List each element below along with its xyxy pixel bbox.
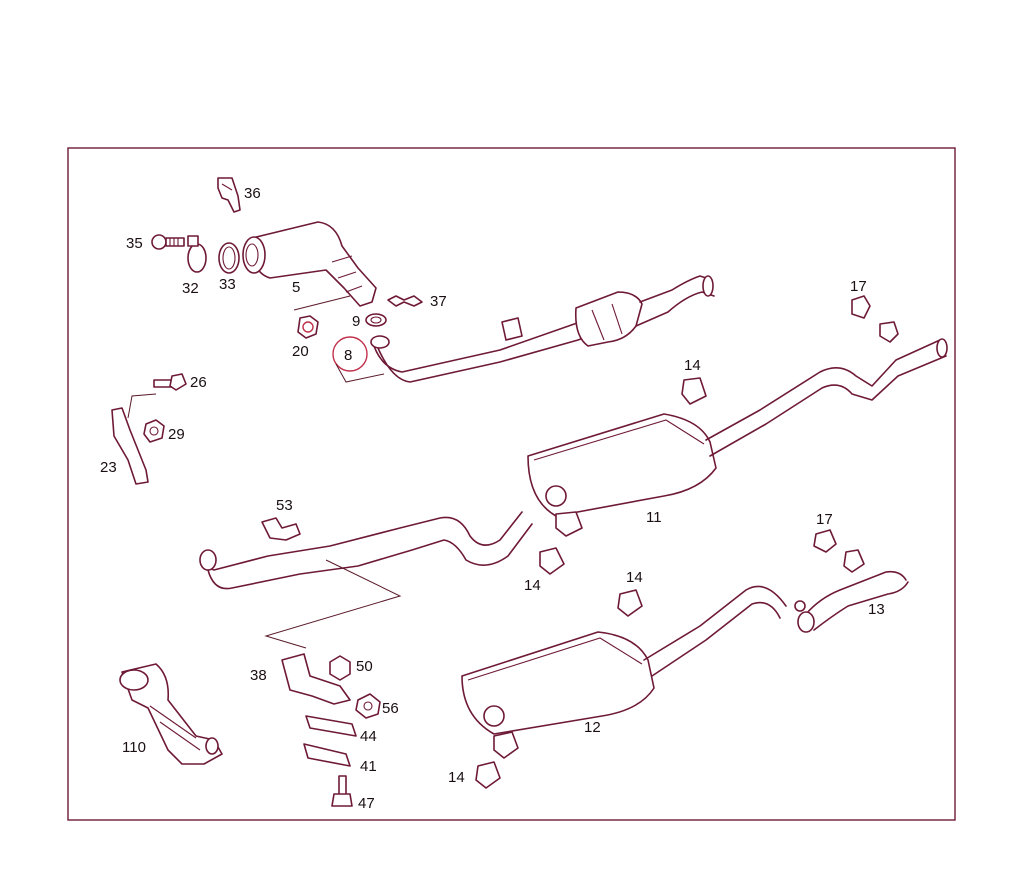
label-23: 23 xyxy=(100,459,117,476)
part-44-plate[interactable] xyxy=(305,715,357,737)
label-26: 26 xyxy=(190,374,207,391)
part-38-bracket[interactable] xyxy=(281,653,351,705)
part-9-gasket[interactable] xyxy=(365,313,387,327)
label-41: 41 xyxy=(360,758,377,775)
leader-8 xyxy=(335,363,385,383)
part-41-plate[interactable] xyxy=(303,743,351,767)
part-26-bolt[interactable] xyxy=(153,373,187,391)
label-14-d: 14 xyxy=(448,769,465,786)
part-53-clamp[interactable] xyxy=(261,517,301,541)
part-50-nut[interactable] xyxy=(329,655,351,681)
label-14-b: 14 xyxy=(524,577,541,594)
part-8-highlight-ring[interactable] xyxy=(332,336,368,372)
label-11: 11 xyxy=(646,509,662,526)
part-14-hanger-a[interactable] xyxy=(681,377,707,405)
part-23-bracket[interactable] xyxy=(111,393,157,485)
label-13: 13 xyxy=(868,601,885,618)
part-29-nut[interactable] xyxy=(143,419,165,443)
part-5-catalytic-converter[interactable] xyxy=(242,221,377,307)
label-12: 12 xyxy=(584,719,601,736)
part-13-tail-pipe[interactable] xyxy=(794,570,909,633)
label-29: 29 xyxy=(168,426,185,443)
part-47-bolt[interactable] xyxy=(331,775,353,807)
label-20: 20 xyxy=(292,343,309,360)
part-35-bolt[interactable] xyxy=(151,234,185,250)
label-5: 5 xyxy=(292,279,300,296)
label-17-lower: 17 xyxy=(816,511,833,528)
label-38: 38 xyxy=(250,667,267,684)
intermediate-pipe-lower[interactable] xyxy=(199,511,533,649)
label-33: 33 xyxy=(219,276,236,293)
label-17-top: 17 xyxy=(850,278,867,295)
part-110-catalytic-converter[interactable] xyxy=(119,663,223,765)
label-35: 35 xyxy=(126,235,143,252)
part-17-rubber-mount-lower[interactable] xyxy=(813,529,865,573)
part-11-rear-muffler[interactable] xyxy=(527,338,948,537)
part-14-hanger-b[interactable] xyxy=(539,547,565,575)
part-12-rear-muffler[interactable] xyxy=(461,585,787,759)
diagram-frame xyxy=(67,147,956,821)
part-14-hanger-c[interactable] xyxy=(617,589,643,617)
label-47: 47 xyxy=(358,795,375,812)
label-50: 50 xyxy=(356,658,373,675)
label-8: 8 xyxy=(344,347,352,364)
part-20-nut[interactable] xyxy=(297,315,319,339)
part-8-front-pipe-with-catalyst[interactable] xyxy=(370,275,715,383)
part-56-washer[interactable] xyxy=(355,693,381,719)
label-32: 32 xyxy=(182,280,199,297)
label-36: 36 xyxy=(244,185,261,202)
label-37: 37 xyxy=(430,293,447,310)
label-9: 9 xyxy=(352,313,360,330)
label-14-c: 14 xyxy=(626,569,643,586)
leader-5-9 xyxy=(293,295,351,311)
part-33-gasket[interactable] xyxy=(218,242,240,274)
label-56: 56 xyxy=(382,700,399,717)
label-53: 53 xyxy=(276,497,293,514)
part-32-clamp[interactable] xyxy=(187,235,207,273)
part-37-clip[interactable] xyxy=(387,295,423,307)
part-36-clip[interactable] xyxy=(217,177,241,213)
part-17-rubber-mount-top[interactable] xyxy=(851,295,899,343)
part-14-hanger-d[interactable] xyxy=(475,761,501,789)
label-110: 110 xyxy=(122,739,146,756)
label-14-a: 14 xyxy=(684,357,701,374)
label-44: 44 xyxy=(360,728,377,745)
